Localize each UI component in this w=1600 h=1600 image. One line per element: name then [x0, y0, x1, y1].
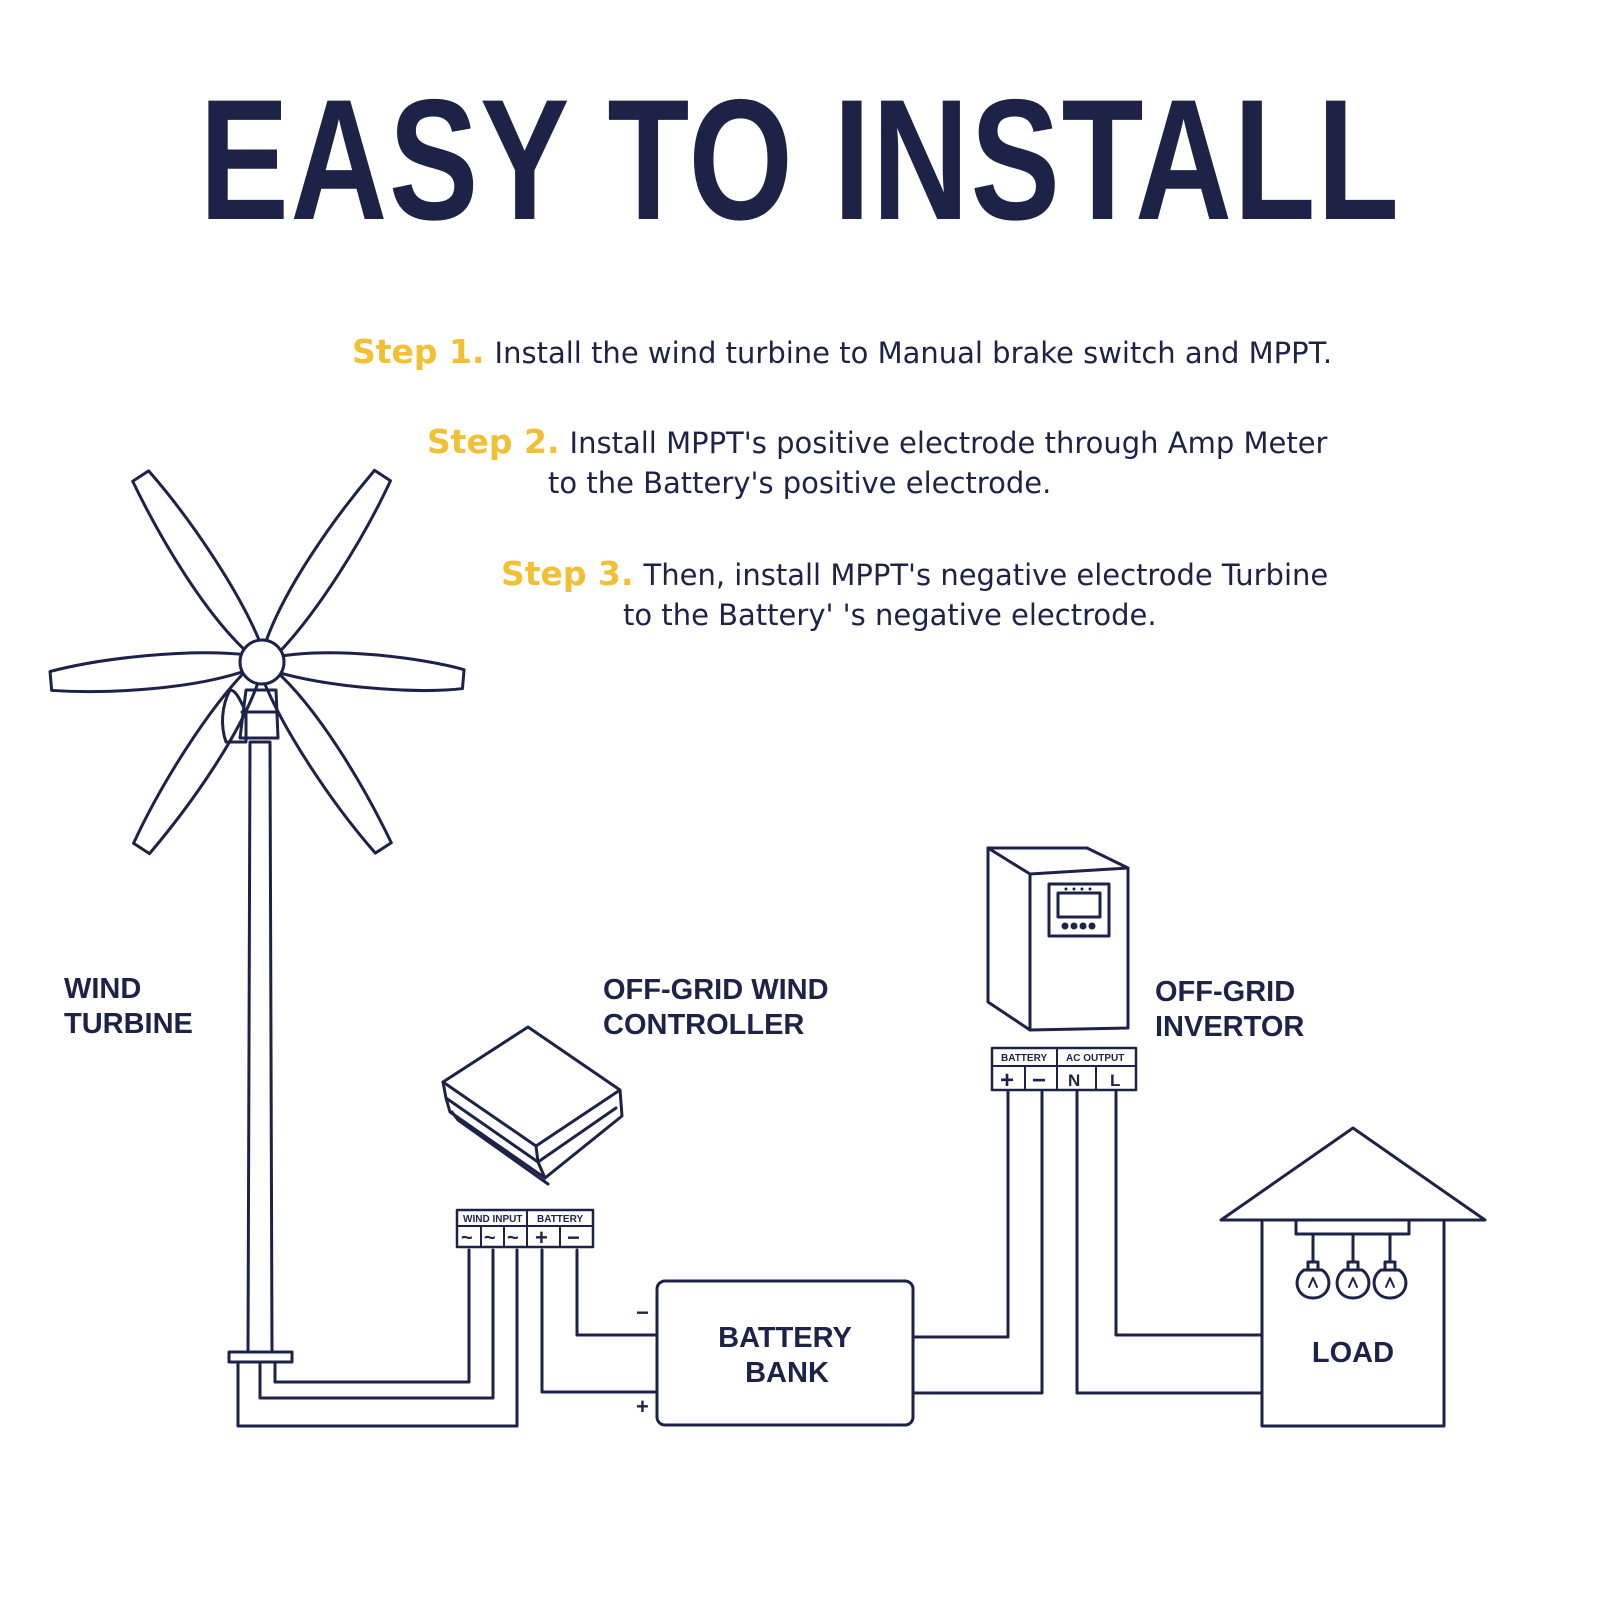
controller-label: OFF-GRID WIND CONTROLLER: [603, 974, 829, 1041]
step-3-text-cont: to the Battery' 's negative electrode.: [623, 598, 1157, 632]
ac-output-text: AC OUTPUT: [1066, 1053, 1124, 1064]
battery-neg-sign: −: [636, 1300, 649, 1325]
controller-plus: +: [535, 1225, 548, 1250]
inverter-n: N: [1068, 1071, 1080, 1090]
controller-battery-text: BATTERY: [537, 1214, 583, 1225]
controller-minus: −: [567, 1225, 580, 1250]
step-3-text: Then, install MPPT's negative electrode …: [643, 558, 1329, 592]
wires: [236, 1090, 1264, 1428]
step-2-text-cont: to the Battery's positive electrode.: [548, 466, 1052, 500]
inverter-icon: [986, 846, 1130, 1032]
wave-1: ~: [461, 1227, 473, 1249]
bulb-icon: [1372, 1232, 1408, 1300]
wind-turbine-icon: [48, 468, 466, 1364]
step-3: Step 3. Then, install MPPT's negative ele…: [501, 554, 1328, 635]
step-2-text: Install MPPT's positive electrode throug…: [569, 426, 1328, 460]
controller-terminal-block: WIND INPUT BATTERY ~ ~ ~ + −: [455, 1208, 595, 1250]
battery-bank-line1: BATTERY: [718, 1322, 852, 1354]
wind-input-text: WIND INPUT: [463, 1214, 522, 1225]
inverter-plus: +: [1000, 1067, 1014, 1094]
wind-turbine-label: WIND TURBINE: [64, 973, 193, 1040]
wire-turbine-2: [258, 1248, 495, 1400]
inverter-minus: −: [1032, 1067, 1046, 1094]
step-2: Step 2. Install MPPT's positive electrode…: [427, 422, 1327, 503]
wire-controller-positive: [540, 1248, 659, 1394]
bulb-icon: [1295, 1232, 1331, 1300]
bulb-icon: [1335, 1232, 1371, 1300]
inverter-terminal-block: BATTERY AC OUTPUT + − N L: [990, 1046, 1138, 1094]
wire-inverter-positive: [911, 1090, 1010, 1339]
battery-bank-box: BATTERY BANK − +: [636, 1279, 915, 1427]
wire-inverter-negative: [911, 1090, 1044, 1395]
battery-pos-sign: +: [636, 1394, 649, 1419]
step-3-label: Step 3.: [501, 554, 634, 593]
inverter-battery-text: BATTERY: [1001, 1053, 1047, 1064]
wire-load-n: [1075, 1090, 1264, 1395]
page-title: EASY TO INSTALL: [199, 64, 1401, 256]
wire-turbine-3: [236, 1248, 519, 1428]
wire-turbine-1: [273, 1248, 471, 1384]
battery-bank-line2: BANK: [745, 1357, 829, 1389]
inverter-label: OFF-GRID INVERTOR: [1155, 976, 1305, 1043]
wire-controller-negative: [575, 1248, 659, 1337]
wave-3: ~: [507, 1227, 519, 1249]
step-1-text: Install the wind turbine to Manual brake…: [494, 336, 1333, 370]
wave-2: ~: [484, 1227, 496, 1249]
step-1-label: Step 1.: [352, 332, 485, 371]
inverter-l: L: [1110, 1071, 1120, 1090]
load-label: LOAD: [1312, 1337, 1394, 1369]
wire-load-l: [1114, 1090, 1264, 1337]
load-house-icon: LOAD: [1219, 1126, 1487, 1428]
step-1: Step 1. Install the wind turbine to Manua…: [352, 332, 1332, 373]
step-2-label: Step 2.: [427, 422, 560, 461]
controller-icon: [441, 1025, 624, 1186]
